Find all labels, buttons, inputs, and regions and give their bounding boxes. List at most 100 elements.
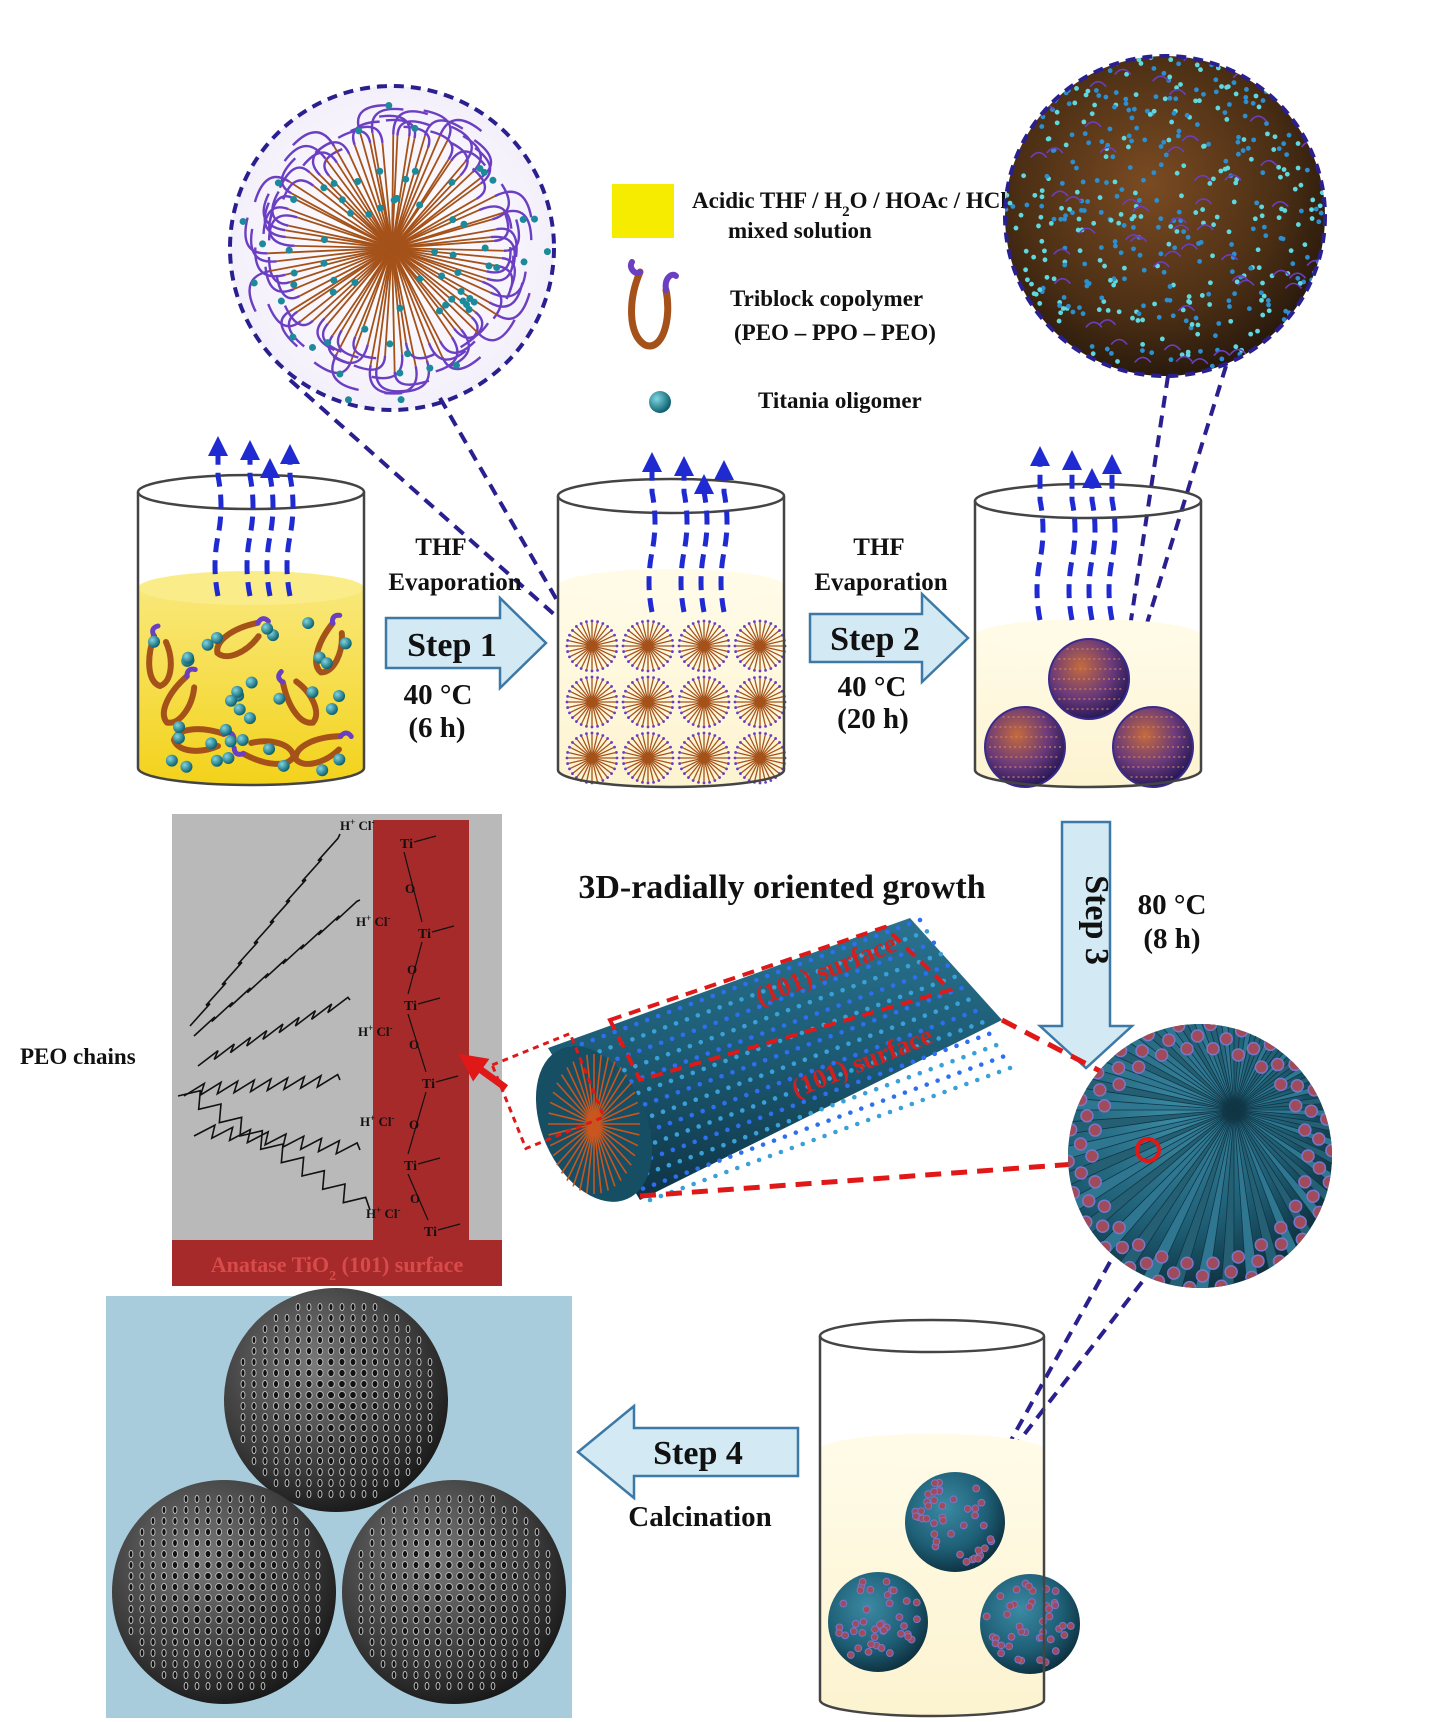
oligomer-dot [1023, 97, 1029, 103]
mesopore [204, 1593, 212, 1603]
mesochannel-rod: (101) surface (101) surface [490, 917, 1013, 1203]
mesopore [171, 1560, 179, 1570]
oligomer-dot [1098, 209, 1104, 215]
pore [849, 1627, 858, 1636]
mesopore [445, 1648, 453, 1658]
tip [718, 625, 721, 628]
tip [590, 675, 594, 679]
mesopore [160, 1593, 168, 1603]
mesopore [172, 1648, 178, 1658]
mesopore [369, 1571, 375, 1581]
mesopore [369, 1560, 375, 1570]
oligomer-dot [1307, 334, 1313, 340]
ray [703, 757, 715, 780]
mesopore [316, 1368, 324, 1378]
ray [703, 626, 720, 647]
tip [635, 678, 639, 681]
oligomer-dot [1127, 165, 1133, 170]
end-chain [548, 1123, 595, 1136]
mesopore [391, 1549, 397, 1559]
oligomer-dot [1151, 170, 1157, 176]
mesopore [423, 1582, 431, 1592]
ppo-chain [391, 218, 493, 249]
ray [759, 738, 776, 759]
oligomer-dot [1012, 353, 1018, 359]
pore [876, 1620, 884, 1629]
mesopore [338, 1412, 346, 1422]
mesopore [501, 1527, 507, 1537]
oligomer-dot [1226, 229, 1232, 235]
mesopore [445, 1538, 453, 1548]
oligomer-dot [1254, 68, 1260, 74]
tip [678, 762, 682, 765]
mesopore [383, 1335, 389, 1345]
mesopore [150, 1648, 156, 1658]
calcined-spheres-panel [106, 1288, 572, 1718]
tip [579, 678, 583, 681]
mesopore [383, 1313, 389, 1323]
oligomer-dot [1138, 61, 1144, 66]
ray [703, 736, 715, 759]
surface-dot [842, 1056, 847, 1062]
mesopore [456, 1571, 464, 1581]
oligomer-dot [1286, 68, 1291, 74]
tip [722, 716, 725, 719]
mesopore [456, 1593, 464, 1603]
ray [591, 701, 614, 713]
tip [683, 716, 686, 719]
peo-chain [1078, 227, 1096, 234]
ti-atom: Ti [400, 837, 413, 852]
mesopore [390, 1604, 398, 1614]
oligomer-dot [1311, 56, 1317, 61]
tip [726, 706, 730, 709]
peo-chain [1302, 356, 1320, 363]
step-1-label: Step 1 [407, 627, 497, 664]
oligomer-dot [1076, 216, 1082, 222]
surface-dot [734, 1165, 740, 1171]
mesopore [293, 1615, 299, 1625]
mesopore [446, 1659, 452, 1669]
peo-chain [254, 247, 286, 278]
surface-dot [946, 1074, 951, 1079]
pore-opening [1171, 1024, 1186, 1033]
mesopore [193, 1582, 201, 1592]
tip [725, 689, 728, 693]
peo-chain [1084, 121, 1102, 128]
mesopore [500, 1571, 508, 1581]
peo-chain [331, 353, 359, 392]
mesopore [182, 1538, 190, 1548]
ray [759, 624, 771, 647]
end-chain [593, 1112, 640, 1125]
oligomer-dot [1058, 310, 1064, 316]
legend-solution-swatch [612, 184, 674, 238]
mesopore [523, 1648, 529, 1658]
tip [691, 667, 695, 670]
channel [1219, 1109, 1235, 1288]
oligomer-dot [543, 248, 551, 256]
mesopore [293, 1527, 299, 1537]
ray [688, 738, 705, 759]
mesopore [237, 1527, 245, 1537]
surface-dot [870, 1060, 876, 1065]
peo-chain [183, 1073, 341, 1097]
ray [693, 701, 705, 724]
oligomer-dot [1113, 90, 1119, 95]
ray [759, 686, 780, 703]
ray [759, 640, 784, 647]
ppo-chain [391, 247, 444, 358]
oligomer-dot [1062, 361, 1068, 367]
surface-dot [733, 1096, 738, 1102]
surface-dot [778, 1149, 784, 1155]
oligomer-dot [1007, 63, 1012, 68]
pore-opening [1270, 1057, 1285, 1072]
oligomer-dot [1206, 291, 1212, 297]
surface-dot [852, 1094, 857, 1100]
oligomer-dot [1093, 88, 1099, 93]
bond [417, 997, 441, 1005]
pore [924, 1502, 933, 1510]
oligomer-dot [1005, 95, 1009, 101]
pore-opening [1112, 1077, 1126, 1092]
tip [734, 762, 738, 765]
surface-dot [880, 945, 886, 950]
mesopore [349, 1379, 357, 1389]
